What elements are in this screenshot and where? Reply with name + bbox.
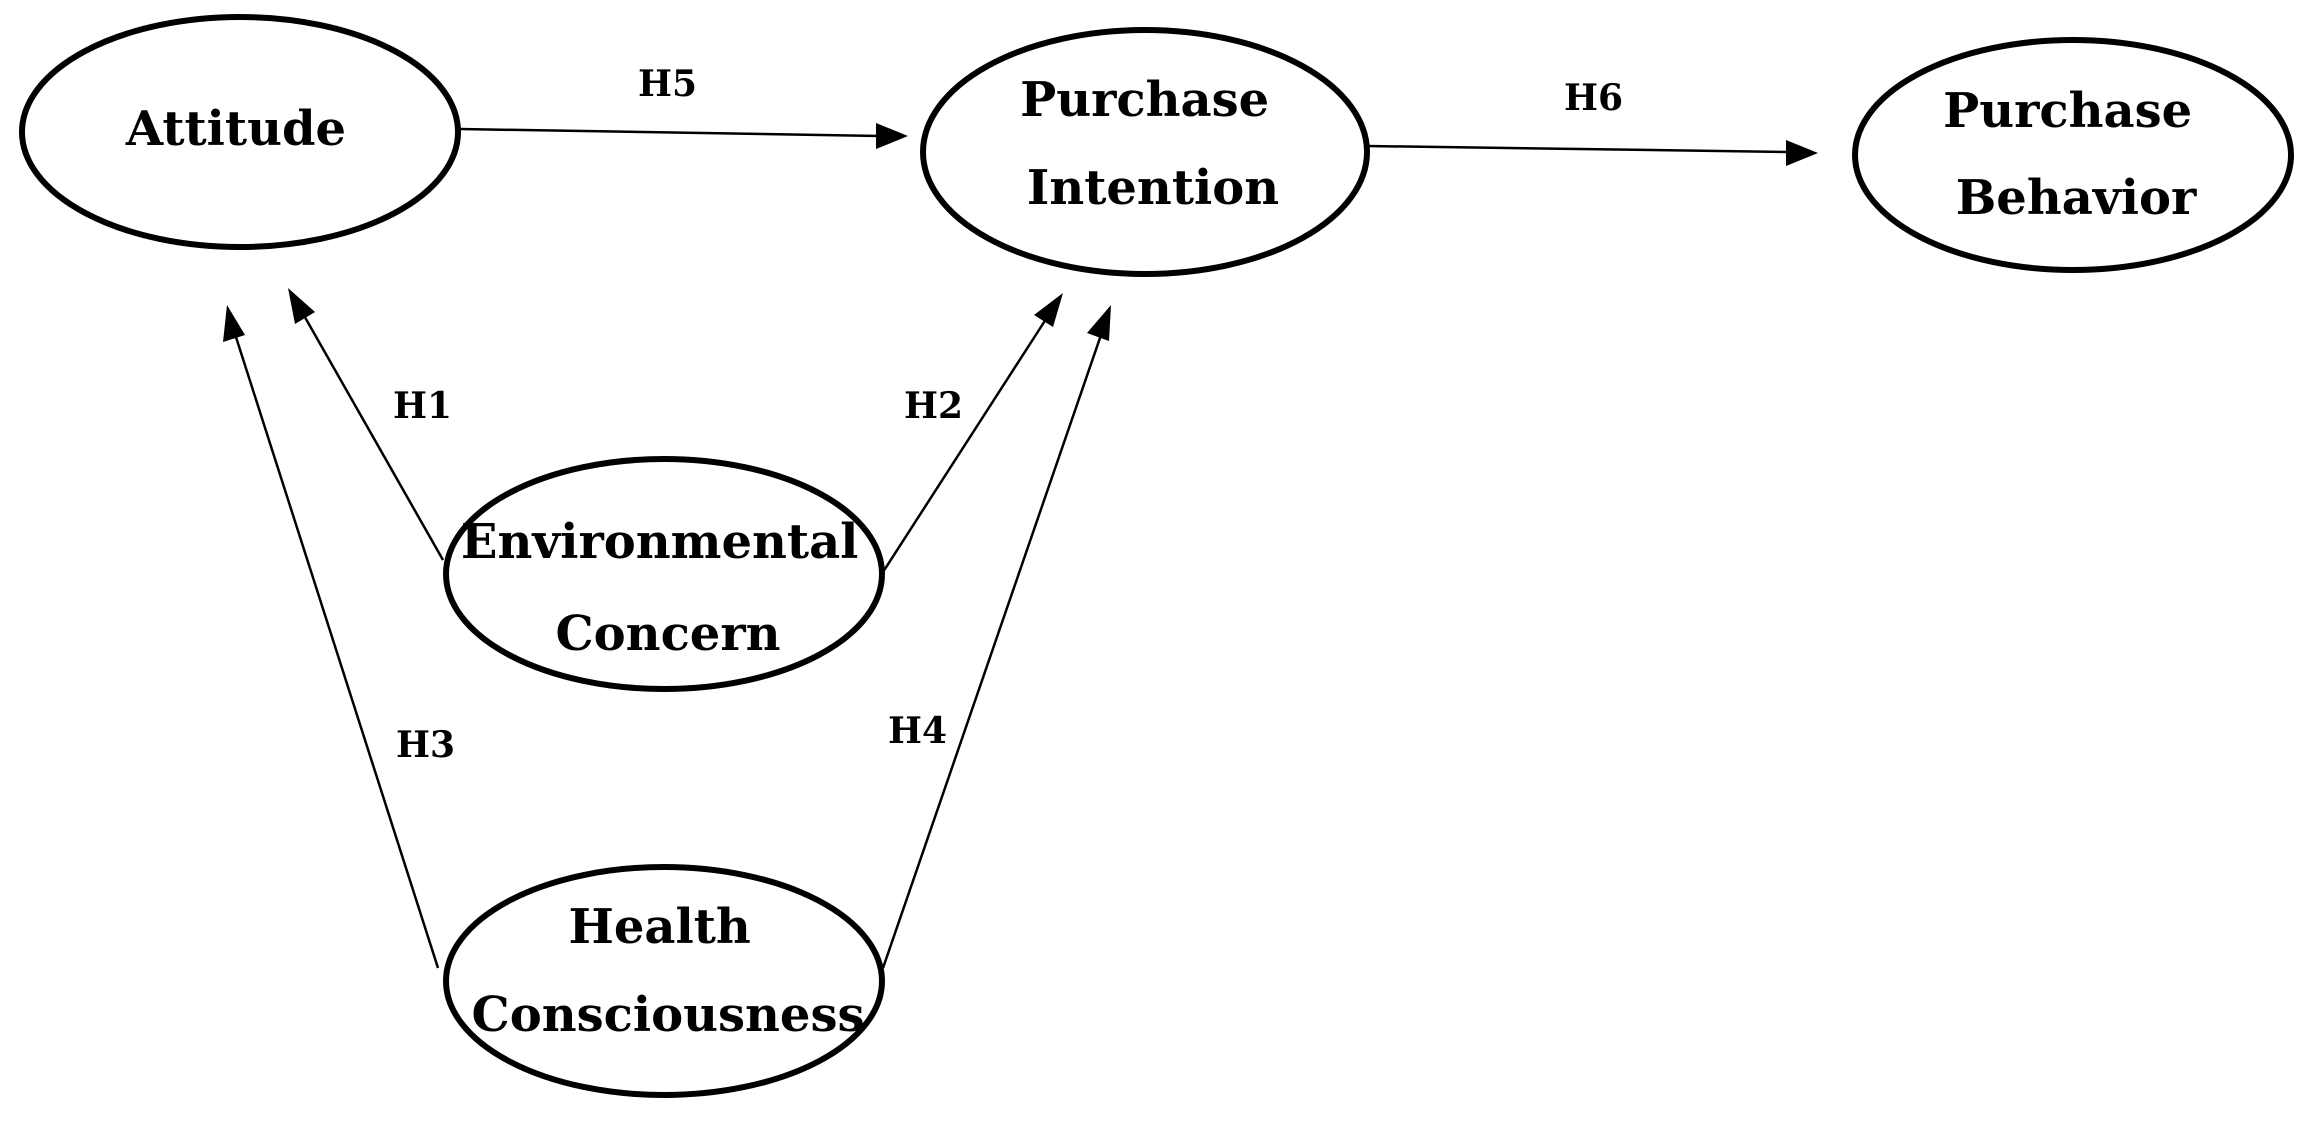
edge-h5-line: [459, 127, 881, 138]
edge-h1-line: [300, 311, 445, 561]
node-purchase-intention-label-line-1: Purchase: [1020, 72, 1269, 128]
edge-h3-line: [233, 333, 440, 969]
edge-h3-label: H3: [396, 724, 455, 766]
node-purchase-intention-label: Purchase Intention: [1020, 72, 1286, 216]
edge-h1: H1: [288, 288, 452, 561]
node-attitude-ellipse: [19, 14, 461, 250]
node-environmental-concern: Environmental Concern: [443, 456, 885, 692]
edge-h6-label: H6: [1564, 77, 1623, 119]
edge-h2-label: H2: [904, 385, 963, 427]
node-purchase-behavior-label: Purchase Behavior: [1943, 83, 2209, 226]
node-purchase-behavior-label-line-1: Purchase: [1943, 83, 2192, 139]
edge-h6-arrowhead: [1786, 140, 1818, 166]
node-health-consciousness-label-line-2: Consciousness: [471, 987, 864, 1043]
edge-h4-label: H4: [888, 710, 947, 752]
edge-h4: H4: [881, 305, 1111, 969]
node-environmental-concern-ellipse: [443, 456, 885, 692]
edge-h2-arrowhead: [1034, 293, 1063, 327]
node-purchase-intention-label-line-2: Intention: [1027, 160, 1279, 216]
node-attitude-label: Attitude: [125, 101, 346, 157]
edge-h2-line: [881, 315, 1050, 573]
edge-h4-line: [881, 334, 1103, 969]
node-purchase-behavior-label-line-2: Behavior: [1956, 170, 2197, 226]
node-health-consciousness-label: Health Consciousness: [471, 899, 864, 1043]
node-environmental-concern-label-line-1: Environmental: [461, 514, 859, 570]
node-purchase-intention: Purchase Intention: [920, 27, 1370, 277]
node-environmental-concern-label: Environmental Concern: [461, 514, 875, 662]
edge-h2: H2: [881, 293, 1063, 573]
node-health-consciousness: Health Consciousness: [443, 864, 885, 1098]
edge-h6: H6: [1366, 77, 1818, 166]
edge-h1-label: H1: [393, 385, 452, 427]
edge-h5-label: H5: [638, 63, 697, 105]
node-health-consciousness-label-line-1: Health: [568, 899, 750, 955]
edge-h5-arrowhead: [876, 123, 908, 149]
edge-h6-line: [1366, 144, 1789, 154]
edge-h5: H5: [459, 63, 908, 149]
node-attitude: Attitude: [19, 14, 461, 250]
edge-h3-arrowhead: [223, 305, 245, 342]
node-attitude-label-line-1: Attitude: [125, 101, 346, 157]
node-health-consciousness-ellipse: [443, 864, 885, 1098]
node-purchase-behavior-ellipse: [1852, 37, 2294, 273]
edge-h3: H3: [223, 305, 455, 969]
edge-h4-arrowhead: [1087, 305, 1111, 341]
node-environmental-concern-label-line-2: Concern: [555, 606, 780, 662]
edge-h1-arrowhead: [288, 288, 315, 324]
node-purchase-intention-ellipse: [920, 27, 1370, 277]
node-purchase-behavior: Purchase Behavior: [1852, 37, 2294, 273]
